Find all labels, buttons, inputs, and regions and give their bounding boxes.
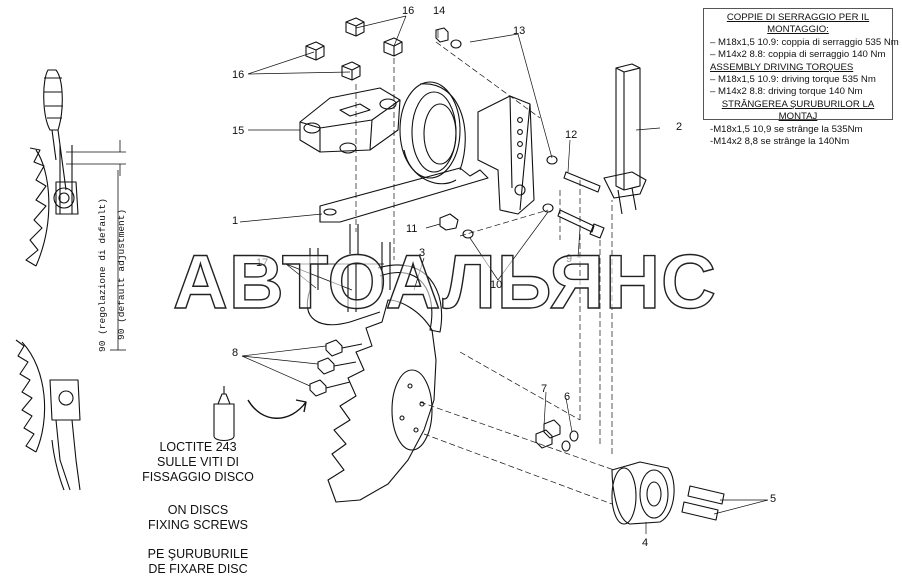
callout-14: 14 [433,5,445,17]
note-it-line-3: FISSAGGIO DISCO [142,470,254,484]
callout-2: 2 [676,121,682,133]
cutting-disc [327,299,437,503]
adjustment-label-en: 90 (default adjustment) [116,208,127,340]
parts-6-7-nut-washer [535,419,579,452]
spring-coil [399,81,466,185]
bolts-9-12 [557,171,605,239]
callout-17: 17 [256,257,268,269]
watermark-text: АВТОАЛЬЯНС [173,240,717,320]
callout-11: 11 [406,223,417,235]
loctite-bottle-icon [213,386,235,442]
side-view-top [25,69,79,267]
part-4-hub [611,461,675,525]
part-16-nuts [305,17,403,81]
callout-15: 15 [232,125,244,137]
nuts-washers-11-13-14 [435,27,558,239]
part-5-bolts [681,485,725,521]
callout-9: 9 [566,253,572,265]
legend-ro-line-2: -M14x2 8,8 se strânge la 140Nm [710,136,850,148]
note-en-line-1: ON DISCS [167,503,229,517]
callout-10: 10 [490,279,502,291]
part-17-studs [309,224,391,312]
callout-16a: 16 [402,5,414,17]
callout-12: 12 [565,129,577,141]
part-8-screws [309,339,363,397]
mounting-plate [477,95,535,215]
note-en-line-2: FIXING SCREWS [147,518,248,532]
loctite-note-ro: PE ŞURUBURILE DE FIXARE DISC [138,547,258,577]
note-it-line-1: LOCTITE 243 [159,440,237,454]
callout-7: 7 [541,383,547,395]
legend-it-line-2: – M14x2 8.8: coppia di serraggio 140 Nm [710,49,886,61]
leader-lines [239,15,769,534]
part-3-hanger [306,264,443,333]
legend-it-line-1: – M18x1,5 10.9: coppia di serraggio 535 … [710,36,899,48]
legend-title-en: ASSEMBLY DRIVING TORQUES [710,61,854,73]
callout-16b: 16 [232,69,244,81]
legend-ro-line-1: -M18x1,5 10,9 se strânge la 535Nm [710,123,863,135]
assembly-center-lines [355,41,615,505]
torque-legend: COPPIE DI SERRAGGIO PER IL MONTAGGIO: – … [703,8,899,147]
note-it-line-2: SULLE VITI DI [157,455,239,469]
legend-en-line-1: – M18x1,5 10.9: driving torque 535 Nm [710,74,876,86]
legend-en-line-2: – M14x2 8.8: driving torque 140 Nm [710,86,863,98]
loctite-note-it: LOCTITE 243 SULLE VITI DI FISSAGGIO DISC… [138,440,258,485]
note-ro-line-1: PE ŞURUBURILE [147,547,249,561]
callout-8: 8 [232,347,238,359]
callout-1: 1 [232,215,238,227]
loctite-note-en: ON DISCS FIXING SCREWS [138,503,258,533]
callout-3: 3 [419,247,425,259]
part-15-bushing-block [299,87,401,154]
watermark: АВТОАЛЬЯНС [172,240,717,320]
dimension-lines [66,140,126,351]
note-ro-line-2: DE FIXARE DISC [148,562,248,576]
apply-arrow-icon [247,399,307,419]
callout-5: 5 [770,493,776,505]
part-1-arm [319,167,489,223]
callout-4: 4 [642,537,648,549]
part-2-post [603,63,647,215]
legend-title-it: COPPIE DI SERRAGGIO PER IL MONTAGGIO: [726,12,870,36]
adjustment-label-it: 90 (regolazione di default) [97,198,108,352]
side-view-bottom [15,339,81,491]
legend-title-ro: STRÂNGEREA ŞURUBURILOR LA MONTAJ [721,98,875,123]
callout-6: 6 [564,391,570,403]
callout-13: 13 [513,25,525,37]
